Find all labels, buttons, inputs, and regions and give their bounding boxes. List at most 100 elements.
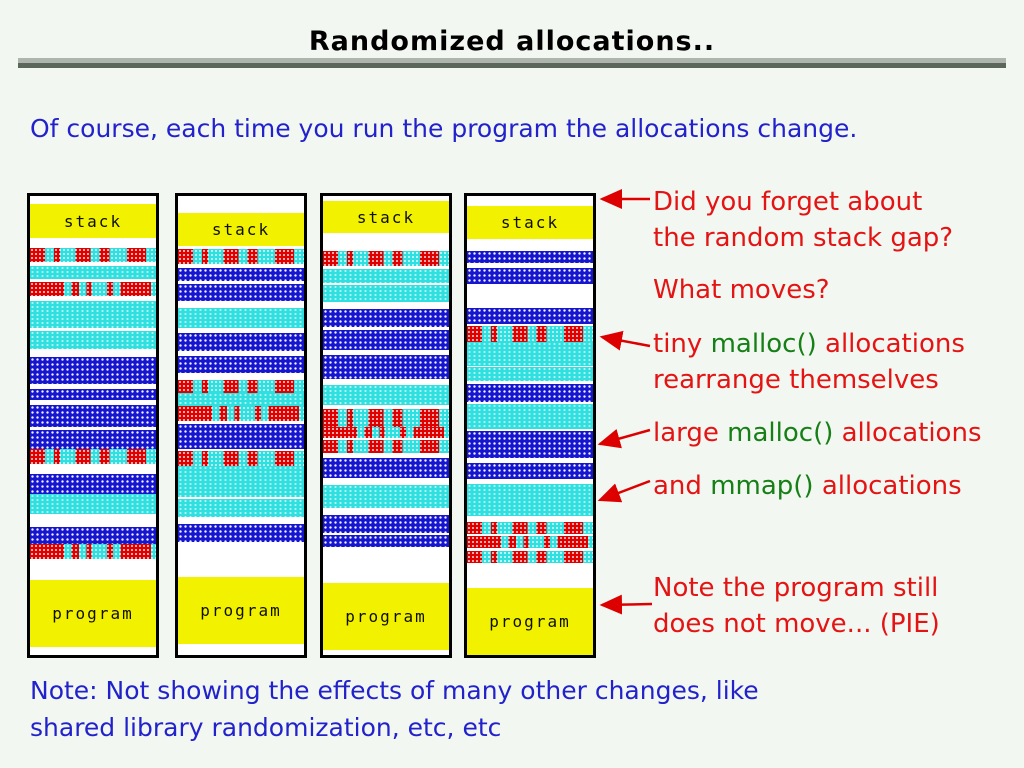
gap-band — [323, 438, 449, 440]
large-malloc-band — [178, 356, 304, 373]
mmap-allocation-band — [178, 466, 304, 497]
gap-band — [467, 458, 593, 463]
gap-band — [178, 517, 304, 524]
large-malloc-band — [30, 357, 156, 384]
program-label: program — [52, 604, 134, 623]
gap-band — [178, 264, 304, 268]
title-rule-light — [18, 58, 1006, 63]
memory-map-column-2: stack program — [175, 193, 307, 658]
gap-band — [467, 239, 593, 251]
gap-band — [178, 373, 304, 380]
gap-band — [30, 400, 156, 405]
annotation-text: tiny — [653, 329, 711, 359]
tiny-malloc-band — [467, 536, 593, 548]
annotation-line: Note the program still — [653, 570, 940, 606]
large-malloc-band — [467, 251, 593, 263]
mmap-allocation-band — [30, 494, 156, 514]
tiny-malloc-band — [323, 440, 449, 453]
annotation-text: allocations — [813, 471, 962, 501]
annotation-line: large malloc() allocations — [653, 415, 982, 451]
gap-band — [178, 328, 304, 333]
gap-band — [467, 324, 593, 326]
tiny-malloc-band — [467, 522, 593, 534]
large-malloc-band — [30, 527, 156, 544]
tiny-malloc-band — [30, 282, 156, 296]
tiny-malloc-band — [467, 326, 593, 342]
annotation-text: rearrange themselves — [653, 365, 939, 395]
stack-band: stack — [178, 213, 304, 246]
annotation-line: rearrange themselves — [653, 362, 965, 398]
annotation-text: allocations — [816, 329, 965, 359]
gap-band — [30, 328, 156, 331]
gap-band — [178, 351, 304, 356]
large-malloc-band — [323, 330, 449, 350]
annotation-line: Did you forget about — [653, 184, 953, 220]
gap-band — [30, 279, 156, 282]
large-malloc-band — [178, 284, 304, 301]
gap-band — [30, 349, 156, 357]
gap-band — [323, 266, 449, 269]
gap-band — [323, 379, 449, 385]
large-malloc-band — [323, 535, 449, 547]
annotation-text: Did you forget about — [653, 187, 923, 217]
gap-band — [30, 384, 156, 389]
function-name-text: malloc() — [727, 418, 834, 448]
gap-band — [178, 246, 304, 249]
mmap-allocation-band — [178, 393, 304, 406]
program-band: program — [467, 588, 593, 655]
large-malloc-band — [323, 458, 449, 478]
annotation-text: does not move... (PIE) — [653, 609, 940, 639]
mmap-arrow — [597, 479, 651, 503]
large-malloc-band — [323, 355, 449, 379]
gap-band — [30, 238, 156, 248]
gap-band — [323, 533, 449, 535]
tiny-malloc-band — [323, 409, 449, 427]
gap-band — [178, 497, 304, 499]
gap-band — [467, 196, 593, 206]
annotation-line: tiny malloc() allocations — [653, 326, 965, 362]
gap-band — [467, 479, 593, 484]
large-malloc-band — [467, 308, 593, 324]
gap-band — [467, 381, 593, 384]
footnote: Note: Not showing the effects of many ot… — [30, 672, 759, 746]
mmap-allocation-band — [323, 385, 449, 405]
large-malloc-band — [178, 424, 304, 449]
program-band: program — [323, 583, 449, 650]
large-malloc-note: large malloc() allocations — [653, 415, 982, 451]
annotation-text: the random stack gap? — [653, 223, 954, 253]
annotation-line: the random stack gap? — [653, 220, 953, 256]
large-malloc-band — [30, 405, 156, 427]
program-arrow — [599, 594, 653, 615]
gap-band — [30, 559, 156, 580]
page-title: Randomized allocations.. — [308, 26, 716, 57]
function-name-text: mmap() — [710, 471, 814, 501]
gap-band — [323, 196, 449, 201]
gap-band — [323, 283, 449, 285]
mmap-allocation-band — [178, 499, 304, 517]
gap-band — [467, 402, 593, 404]
footnote-line-1: Note: Not showing the effects of many ot… — [30, 676, 759, 705]
title-rule-dark — [18, 63, 1006, 68]
annotation-text: large — [653, 418, 728, 448]
gap-band — [467, 534, 593, 536]
tiny-malloc-band — [467, 551, 593, 563]
program-label: program — [200, 601, 282, 620]
gap-band — [30, 262, 156, 266]
large-malloc-band — [467, 431, 593, 458]
stack-band: stack — [467, 206, 593, 239]
gap-band — [30, 514, 156, 527]
gap-band — [467, 516, 593, 522]
gap-band — [178, 449, 304, 451]
large-malloc-band — [30, 474, 156, 494]
program-band: program — [178, 577, 304, 644]
gap-band — [323, 350, 449, 355]
large-malloc-band — [323, 515, 449, 533]
gap-band — [467, 284, 593, 308]
mmap-note: and mmap() allocations — [653, 468, 962, 504]
gap-band — [467, 563, 593, 588]
tiny-malloc-band — [323, 427, 449, 438]
tiny-malloc-band — [178, 406, 304, 421]
